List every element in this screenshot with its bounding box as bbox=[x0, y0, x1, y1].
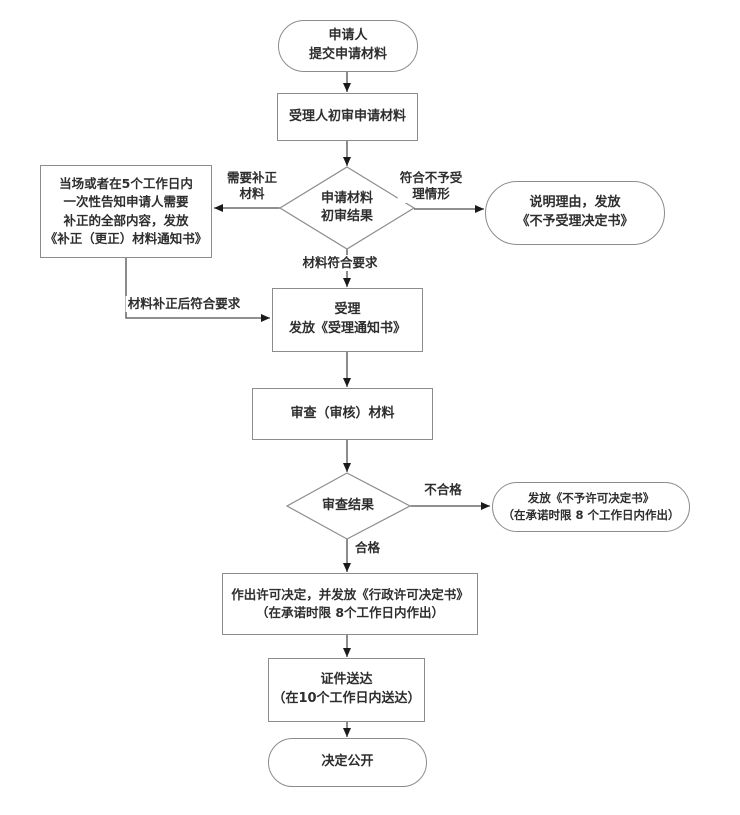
edge-label-materials-ok: 材料符合要求 bbox=[300, 255, 380, 272]
node-not-permitted-label: 发放《不予许可决定书》 （在承诺时限 8 个工作日内作出） bbox=[502, 490, 680, 522]
node-examine: 审查（审核）材料 bbox=[252, 388, 433, 440]
node-examine-label: 审查（审核）材料 bbox=[290, 405, 395, 421]
decision2-diamond-shape bbox=[285, 472, 412, 540]
node-not-permitted: 发放《不予许可决定书》 （在承诺时限 8 个工作日内作出） bbox=[492, 482, 690, 532]
node-not-accepted: 说明理由，发放 《不予受理决定书》 bbox=[485, 181, 665, 245]
node-correction-notice-label: 当场或者在5个工作日内 一次性告知申请人需要 补正的全部内容，发放 《补正（更正… bbox=[44, 176, 208, 246]
node-publish: 决定公开 bbox=[268, 738, 427, 787]
edge-label-corrected-ok: 材料补正后符合要求 bbox=[125, 296, 243, 313]
node-decide: 作出许可决定，并发放《行政许可决定书》 （在承诺时限 8个工作日内作出） bbox=[222, 573, 478, 635]
node-start: 申请人 提交申请材料 bbox=[278, 20, 418, 72]
node-publish-label: 决定公开 bbox=[321, 754, 374, 770]
node-accept-label: 受理 发放《受理通知书》 bbox=[288, 302, 406, 336]
node-correction-notice: 当场或者在5个工作日内 一次性告知申请人需要 补正的全部内容，发放 《补正（更正… bbox=[40, 165, 212, 258]
connector-correction-to-accept bbox=[125, 258, 270, 322]
node-not-accepted-label: 说明理由，发放 《不予受理决定书》 bbox=[516, 195, 634, 229]
node-accept: 受理 发放《受理通知书》 bbox=[272, 288, 423, 352]
node-start-label: 申请人 提交申请材料 bbox=[308, 28, 387, 62]
edge-label-unqualified: 不合格 bbox=[422, 482, 464, 499]
edge-label-qualified: 合格 bbox=[353, 540, 383, 557]
node-deliver-label: 证件送达 （在10个工作日内送达） bbox=[272, 672, 421, 706]
node-decision-examine-label: 审查结果 bbox=[321, 497, 374, 513]
node-deliver: 证件送达 （在10个工作日内送达） bbox=[268, 658, 425, 722]
edge-label-non-acceptance: 符合不予受 理情形 bbox=[397, 170, 465, 203]
decision1-diamond-shape bbox=[278, 166, 416, 250]
edge-label-need-correction: 需要补正 材料 bbox=[224, 170, 280, 203]
node-decide-label: 作出许可决定，并发放《行政许可决定书》 （在承诺时限 8个工作日内作出） bbox=[231, 586, 469, 620]
node-initial-review-label: 受理人初审申请材料 bbox=[288, 108, 406, 124]
node-decision-initial-label: 申请材料 初审结果 bbox=[320, 190, 373, 224]
node-initial-review: 受理人初审申请材料 bbox=[277, 93, 418, 141]
